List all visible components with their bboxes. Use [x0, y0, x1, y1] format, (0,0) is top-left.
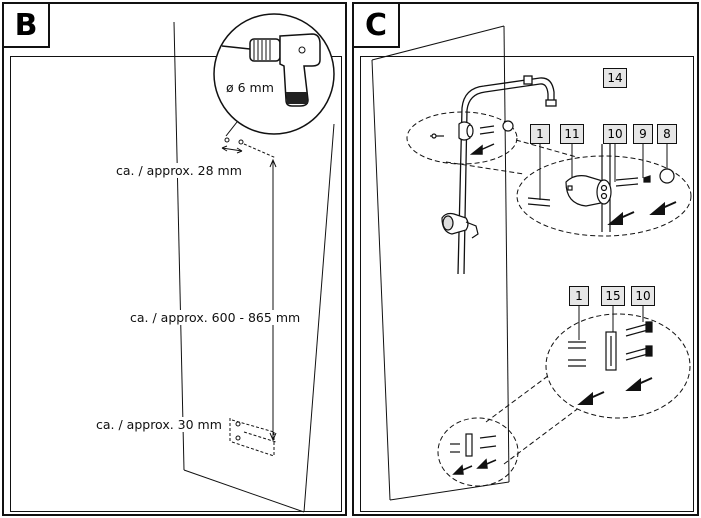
drill-hole-top-left: [224, 137, 230, 143]
dimension-28mm: [221, 145, 243, 154]
bottom-part-number-1: 1: [569, 286, 589, 306]
top-part-number-1: 1: [530, 124, 550, 144]
drill-detail-circle: [213, 13, 335, 135]
bottom-detail-small-ellipse: [437, 417, 519, 487]
dimension-600-865mm: [243, 143, 277, 443]
top-part-number-11: 11: [560, 124, 584, 144]
top-part-number-10: 10: [603, 124, 627, 144]
wall-left-edge: [173, 21, 185, 471]
dimension-30mm: [229, 418, 275, 457]
shower-riser: [457, 75, 557, 275]
dimension-30mm-label: ca. / approx. 30 mm: [96, 417, 222, 432]
panel-c: C 14 1 11 10 9 8 1 15 10: [352, 2, 699, 516]
drill-icon: [221, 33, 321, 107]
top-part-number-9: 9: [633, 124, 653, 144]
bottom-small-arrows: [452, 458, 497, 475]
panel-b: B ø 6 mm ca. / approx. 28 mm ca. / appro…: [2, 2, 347, 516]
panel-bottom-edge: [389, 481, 510, 501]
drill-size-label: ø 6 mm: [226, 80, 274, 95]
drill-hole-top-right: [238, 139, 244, 145]
hand-shower-holder: [441, 212, 479, 239]
dimension-28mm-label: ca. / approx. 28 mm: [116, 163, 242, 178]
panel-c-drawing: [371, 25, 692, 501]
bottom-large-arrows: [577, 377, 653, 405]
top-part-number-8: 8: [657, 124, 677, 144]
panel-b-inner-frame: [10, 56, 342, 512]
panel-c-letter: C: [354, 4, 400, 48]
bottom-large-parts: [568, 321, 653, 371]
part-number-14: 14: [603, 68, 627, 88]
bottom-part-number-15: 15: [601, 286, 625, 306]
bottom-part-number-10: 10: [631, 286, 655, 306]
top-large-parts: [527, 144, 675, 232]
wall-bottom-edge: [183, 469, 305, 513]
panel-top-edge: [371, 25, 505, 61]
panel-left-edge: [371, 59, 391, 501]
dimension-600-865mm-label: ca. / approx. 600 - 865 mm: [130, 310, 301, 325]
top-small-arrow: [469, 143, 495, 155]
bottom-detail-large-ellipse: [545, 313, 691, 419]
drill-pointer-line: [225, 121, 238, 137]
panel-b-drawing: [173, 13, 335, 513]
top-large-arrows: [607, 201, 677, 225]
wall-right-edge: [303, 123, 335, 513]
panel-right-edge: [503, 25, 510, 483]
panel-b-letter: B: [4, 4, 50, 48]
top-small-parts: [430, 120, 514, 141]
drill-hole-bottom-lower: [235, 435, 241, 441]
bottom-small-parts: [450, 433, 497, 457]
panel-c-inner-frame: [360, 56, 694, 512]
